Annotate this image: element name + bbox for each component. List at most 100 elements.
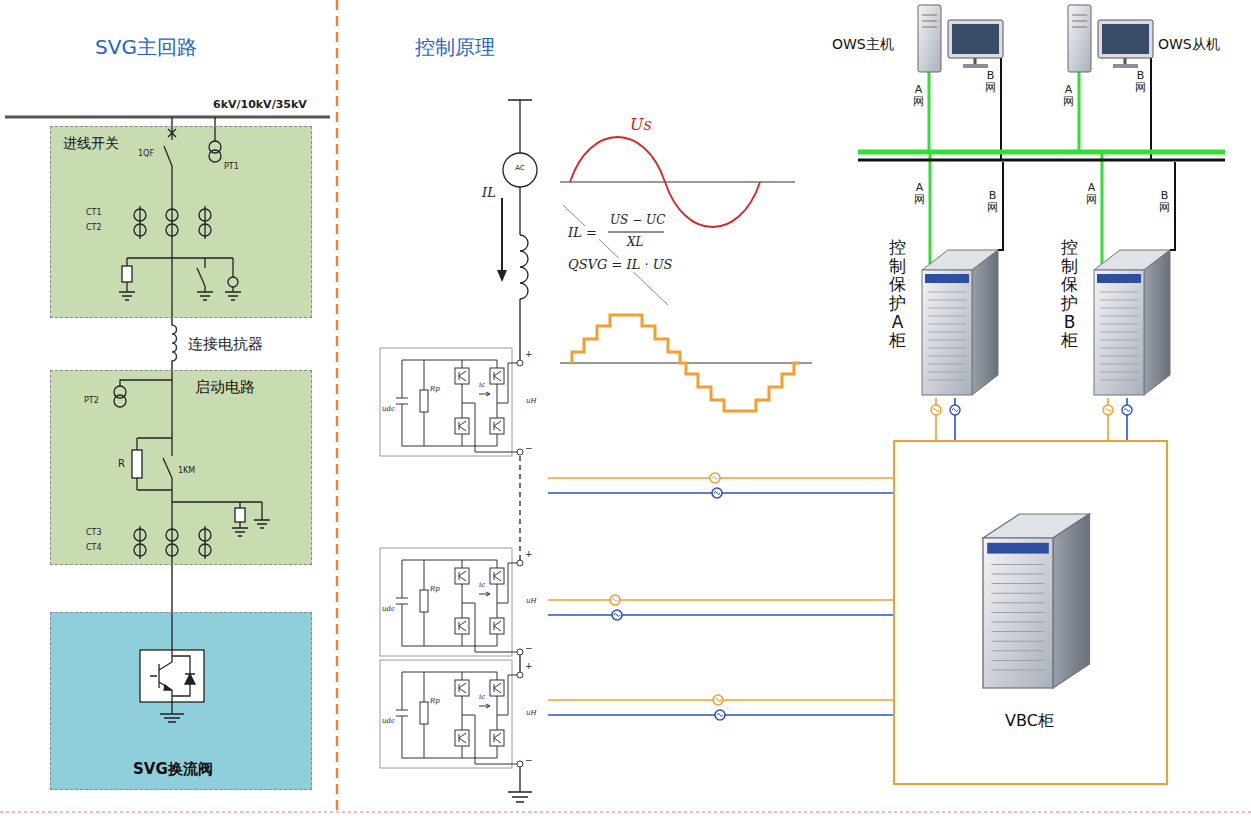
vbc-cabinet-box: VBC柜 — [893, 440, 1168, 785]
module-signal-label: + — [525, 662, 533, 672]
incoming-switch-circuit — [209, 150, 221, 162]
module-signal-label: ic — [479, 582, 485, 590]
panel-fill — [50, 126, 312, 318]
component-label: 1QF — [138, 150, 154, 159]
power-module — [380, 660, 523, 768]
incoming-switch-circuit — [166, 209, 178, 221]
incoming-switch-circuit — [228, 277, 238, 287]
start-circuit — [132, 450, 142, 478]
fiber-link — [712, 477, 718, 480]
component-label: PT1 — [224, 163, 239, 172]
control-principle-circuit — [501, 198, 503, 272]
fiber-link — [548, 599, 893, 601]
start-circuit — [120, 370, 270, 565]
module-signal-label: ic — [479, 382, 485, 390]
formula-text: XL — [627, 236, 644, 249]
current-symbol: IL — [482, 186, 496, 200]
network-wiring — [858, 150, 1225, 155]
busbar — [5, 116, 330, 119]
component-label: R — [118, 458, 125, 469]
operator-workstation: OWS主机 — [828, 2, 1005, 76]
waveform — [572, 315, 800, 411]
module-signal-label: + — [525, 550, 533, 560]
module-signal-label: ic — [479, 694, 485, 702]
node-text: 启动电路 — [195, 379, 255, 396]
node-text: 控制保护A柜 — [889, 238, 906, 350]
module-signal-label: udc — [382, 718, 395, 726]
switch-panel: 进线开关 — [50, 126, 312, 318]
control-principle-circuit — [497, 270, 507, 282]
network-label: B网 — [985, 70, 996, 94]
network-label: A网 — [1086, 182, 1097, 206]
source-label: AC — [515, 165, 525, 173]
control-principle-circuit — [519, 456, 520, 560]
incoming-switch-circuit — [119, 117, 241, 318]
incoming-switch-circuit — [199, 209, 211, 221]
start-circuit — [199, 529, 211, 541]
start-circuit — [166, 529, 178, 541]
converter-valve-symbol — [164, 685, 171, 690]
connector — [172, 565, 173, 612]
start-circuit — [235, 508, 245, 522]
fiber-link — [710, 473, 720, 483]
waveform — [570, 137, 760, 227]
power-module — [380, 548, 523, 656]
node-text: SVG换流阀 — [133, 761, 213, 778]
component-label: PT2 — [84, 397, 99, 406]
formula-text: QSVG = IL · US — [566, 258, 675, 272]
incoming-switch-circuit — [134, 224, 146, 236]
control-cabinet: 控制保护A柜 — [886, 228, 1002, 398]
control-principle-circuit — [520, 235, 528, 299]
control-principle-circuit — [503, 153, 537, 187]
start-circuit — [114, 370, 270, 565]
node-text: 进线开关 — [63, 135, 119, 151]
module-signal-label: − — [525, 444, 533, 454]
module-signal-label: − — [525, 756, 533, 766]
network-wiring — [858, 58, 1225, 264]
cabinet-icon — [1094, 250, 1170, 395]
fiber-link — [610, 595, 620, 605]
voltage-symbol: Us — [630, 116, 652, 134]
fiber-connector — [950, 405, 960, 415]
network-label: A网 — [914, 182, 925, 206]
section-divider — [336, 0, 339, 816]
module-signal-label: udc — [382, 406, 395, 414]
fiber-link — [715, 699, 721, 702]
fiber-link — [717, 714, 723, 717]
fiber-link — [548, 473, 893, 720]
fiber-link — [614, 614, 620, 617]
node-text: VBC柜 — [1005, 712, 1054, 730]
network-label: A网 — [1063, 84, 1074, 108]
network-wiring — [858, 159, 1225, 162]
fiber-link — [712, 488, 722, 498]
module-signal-label: uH — [526, 710, 537, 718]
fiber-connector — [1103, 405, 1113, 415]
waveform — [560, 137, 812, 411]
incoming-switch-circuit — [119, 117, 241, 318]
voltage-label: 6kV/10kV/35kV — [213, 99, 307, 111]
fiber-connector — [1124, 409, 1130, 412]
network-wiring — [929, 72, 1102, 264]
fiber-link — [713, 695, 723, 705]
component-label: 1KM — [178, 467, 195, 476]
converter-valve-symbol — [150, 650, 195, 722]
incoming-switch-circuit — [199, 224, 211, 236]
start-circuit — [114, 395, 126, 407]
waveform — [608, 232, 664, 233]
start-circuit — [134, 544, 146, 556]
converter-valve-symbol — [185, 674, 195, 684]
section-heading: 控制原理 — [415, 36, 495, 58]
module-signal-label: uH — [526, 398, 537, 406]
connector-line — [1126, 398, 1128, 440]
node-text: 控制保护B柜 — [1061, 238, 1078, 350]
network-label: A网 — [913, 84, 924, 108]
module-signal-label: Rp — [430, 586, 440, 594]
section-heading: SVG主回路 — [95, 36, 197, 58]
incoming-switch-circuit — [134, 209, 146, 221]
module-signal-label: udc — [382, 606, 395, 614]
fiber-connector — [933, 409, 939, 412]
converter-valve-symbol — [171, 612, 172, 650]
fiber-link — [548, 614, 893, 616]
